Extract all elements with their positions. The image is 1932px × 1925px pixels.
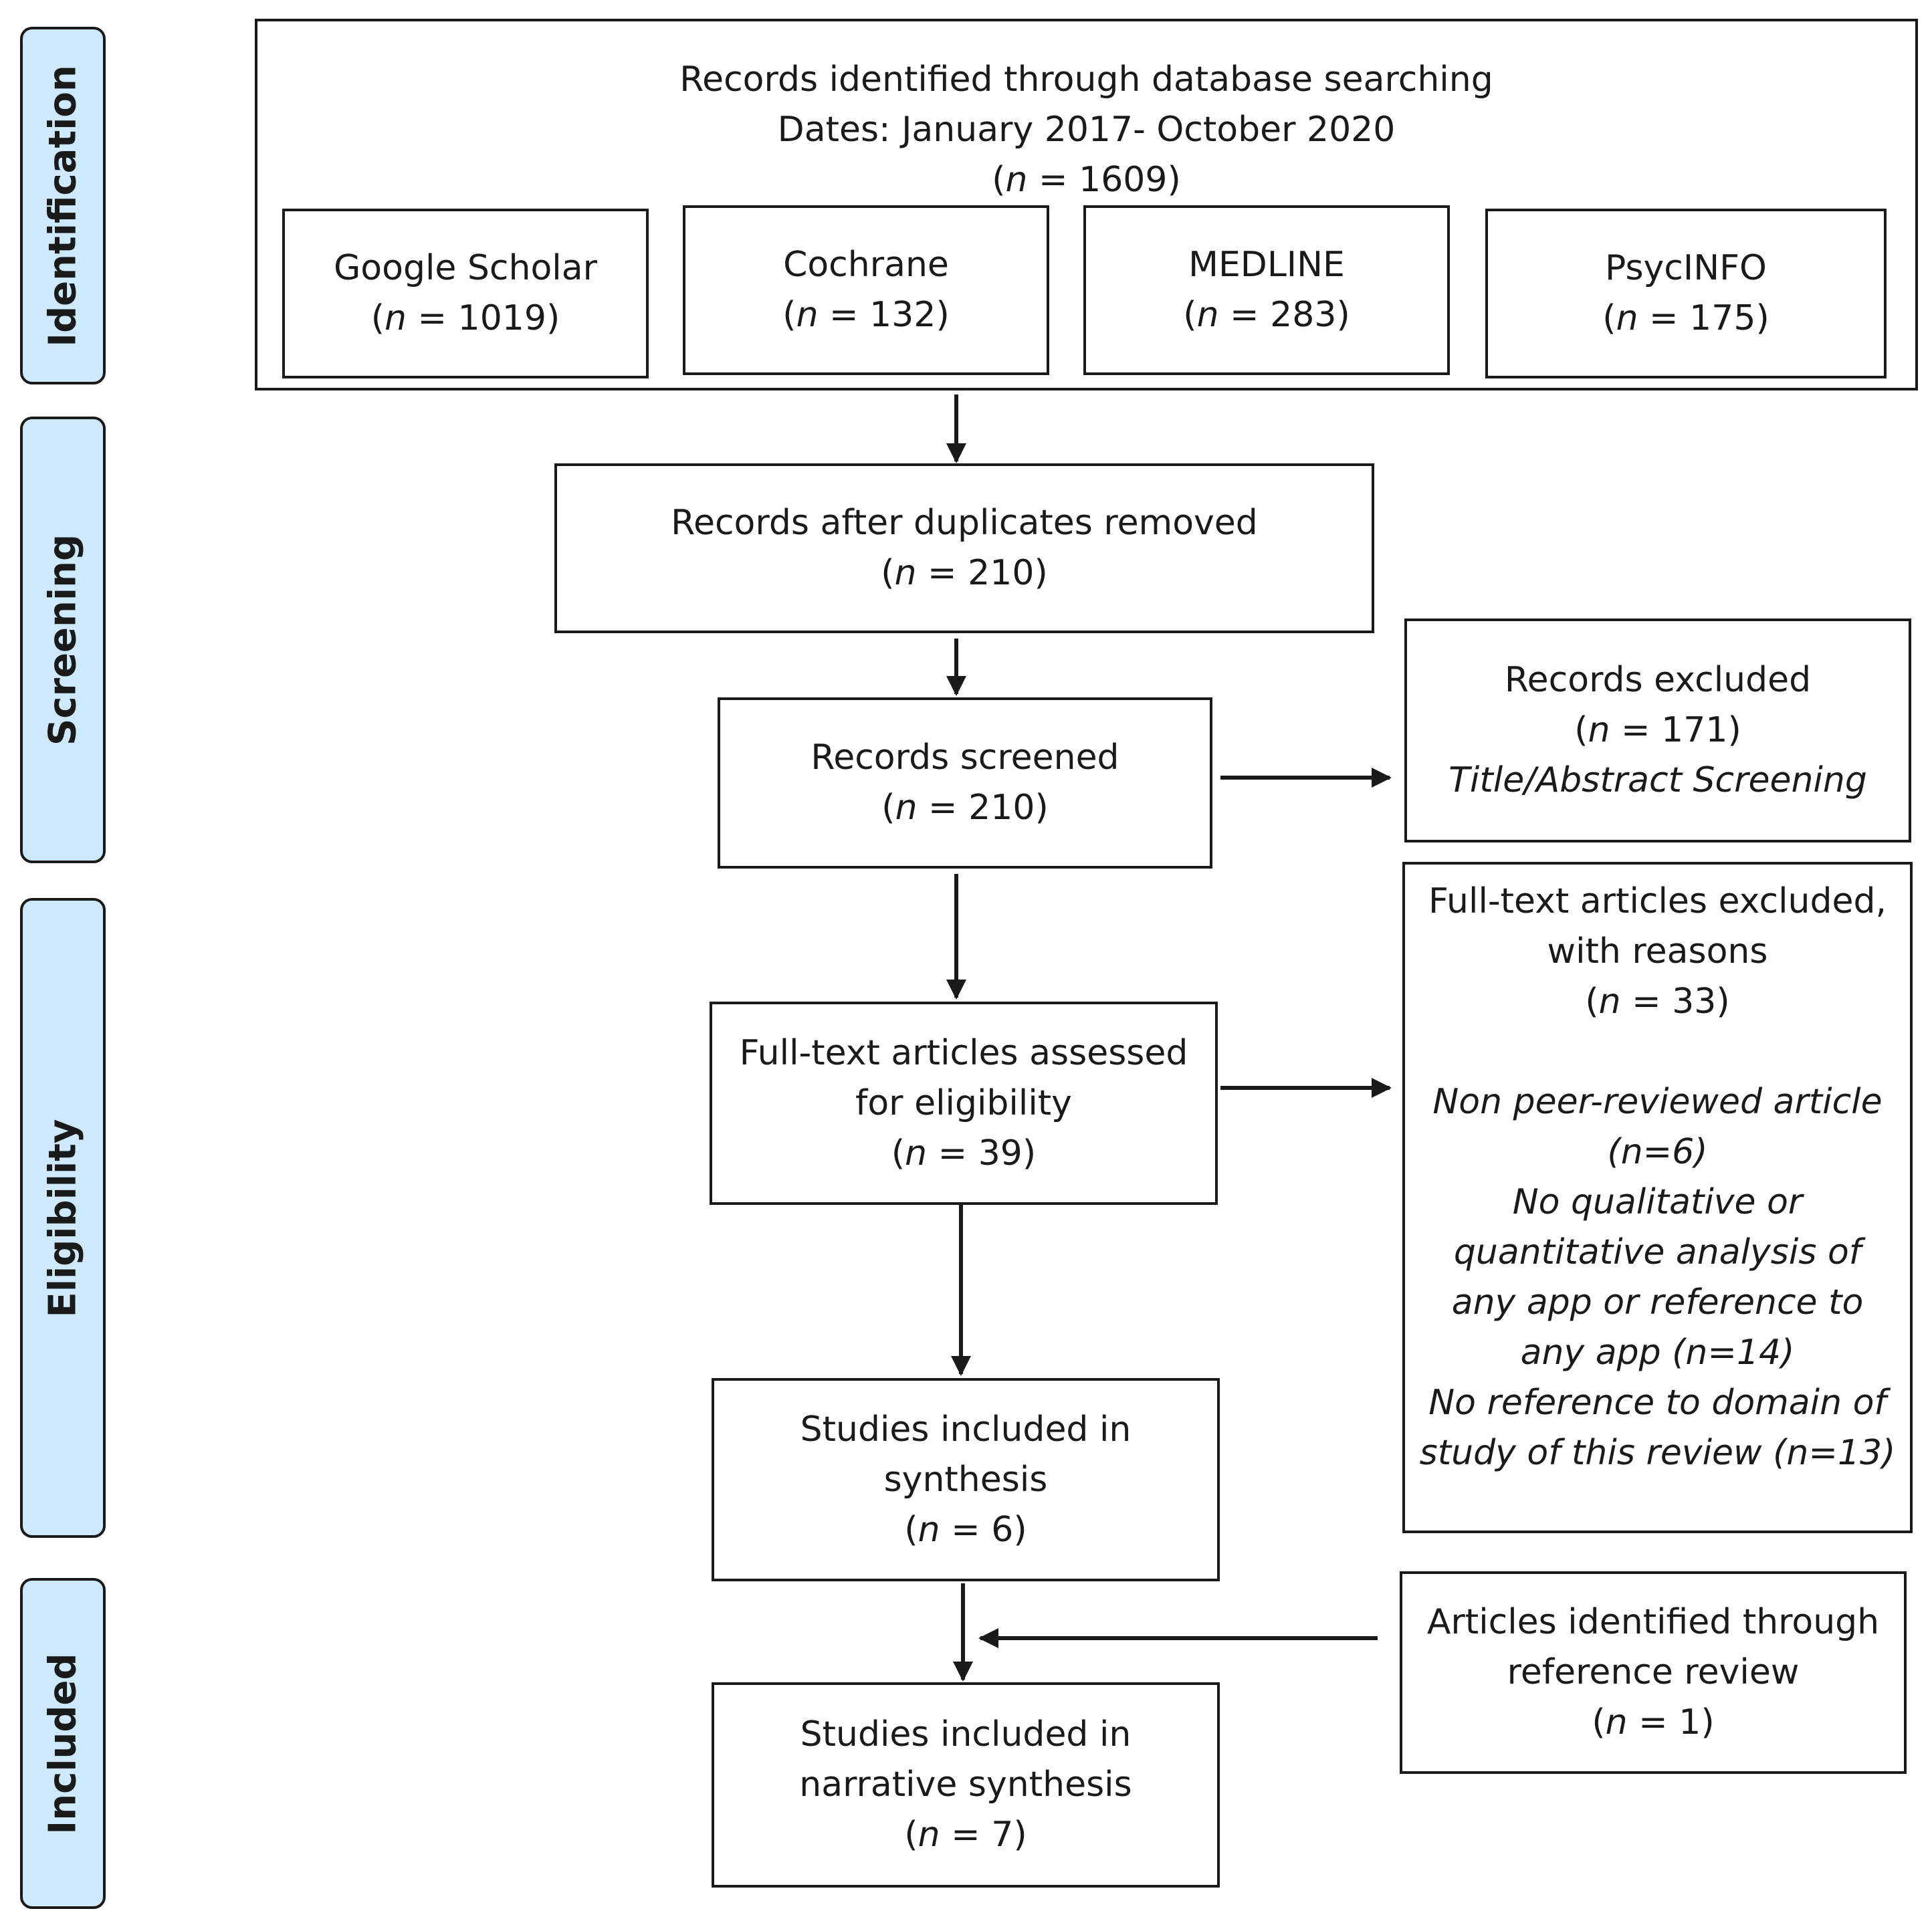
exclusion-reason-line: quantitative analysis of — [1453, 1232, 1862, 1272]
fulltext-assessed-line2: for eligibility — [855, 1083, 1072, 1123]
fulltext-excluded-line2: with reasons — [1547, 931, 1768, 972]
reference-review-count: (n = 1) — [1592, 1702, 1715, 1742]
stage-eligibility: Eligibility — [20, 898, 106, 1538]
fulltext-excluded-box: Full-text articles excluded, with reason… — [1402, 862, 1913, 1533]
records-screened-count: (n = 210) — [881, 788, 1049, 828]
source-cochrane-name: Cochrane — [783, 245, 949, 285]
source-medline-box: MEDLINE (n = 283) — [1083, 205, 1450, 375]
records-screened-box: Records screened (n = 210) — [718, 697, 1212, 869]
studies-synthesis-line1: Studies included in — [800, 1409, 1132, 1450]
records-excluded-count: (n = 171) — [1574, 710, 1741, 750]
source-psycinfo-count: (n = 175) — [1602, 298, 1769, 338]
exclusion-reason-line: (n=6) — [1607, 1132, 1708, 1172]
exclusion-reason-line: any app or reference to — [1451, 1282, 1864, 1323]
fulltext-assessed-line1: Full-text articles assessed — [739, 1032, 1188, 1073]
source-medline-count: (n = 283) — [1183, 295, 1350, 335]
duplicates-removed-label: Records after duplicates removed — [671, 503, 1258, 543]
records-screened-label: Records screened — [811, 738, 1119, 778]
stage-included: Included — [20, 1578, 106, 1909]
narrative-synthesis-box: Studies included in narrative synthesis … — [712, 1682, 1220, 1888]
studies-synthesis-box: Studies included in synthesis (n = 6) — [712, 1378, 1220, 1581]
exclusion-reason-line: No qualitative or — [1512, 1182, 1803, 1222]
fulltext-excluded-line1: Full-text articles excluded, — [1428, 881, 1887, 921]
source-psycinfo-name: PsycINFO — [1605, 248, 1767, 288]
fulltext-excluded-count: (n = 33) — [1585, 982, 1730, 1022]
reference-review-box: Articles identified through reference re… — [1400, 1571, 1907, 1774]
source-google-scholar-count: (n = 1019) — [370, 298, 560, 338]
stage-identification: Identification — [20, 27, 106, 384]
narrative-synthesis-count: (n = 7) — [904, 1815, 1027, 1855]
exclusion-reason-line: Non peer-reviewed article — [1432, 1082, 1883, 1122]
source-cochrane-count: (n = 132) — [782, 295, 950, 335]
duplicates-removed-box: Records after duplicates removed (n = 21… — [554, 463, 1374, 633]
exclusion-reason-line: any app (n=14) — [1520, 1333, 1795, 1373]
studies-synthesis-line2: synthesis — [883, 1459, 1048, 1500]
stage-screening: Screening — [20, 417, 106, 863]
records-excluded-box: Records excluded (n = 171) Title/Abstrac… — [1404, 618, 1911, 842]
fulltext-assessed-count: (n = 39) — [891, 1133, 1037, 1173]
records-identified-dates: Dates: January 2017- October 2020 — [777, 110, 1396, 150]
records-identified-count: (n = 1609) — [992, 160, 1181, 200]
narrative-synthesis-line1: Studies included in — [800, 1714, 1132, 1754]
records-excluded-label: Records excluded — [1504, 660, 1812, 700]
source-google-scholar-name: Google Scholar — [334, 248, 597, 288]
studies-synthesis-count: (n = 6) — [904, 1509, 1027, 1550]
source-medline-name: MEDLINE — [1188, 245, 1345, 285]
source-psycinfo-box: PsycINFO (n = 175) — [1485, 209, 1887, 378]
narrative-synthesis-line2: narrative synthesis — [799, 1765, 1132, 1805]
exclusion-reason-line: study of this review (n=13) — [1419, 1433, 1896, 1473]
records-excluded-note: Title/Abstract Screening — [1448, 760, 1867, 800]
fulltext-assessed-box: Full-text articles assessed for eligibil… — [710, 1002, 1218, 1205]
duplicates-removed-count: (n = 210) — [881, 553, 1048, 593]
source-google-scholar-box: Google Scholar (n = 1019) — [282, 209, 649, 378]
exclusion-reason-line: No reference to domain of — [1428, 1383, 1887, 1423]
reference-review-line1: Articles identified through — [1426, 1602, 1880, 1642]
source-cochrane-box: Cochrane (n = 132) — [683, 205, 1049, 375]
reference-review-line2: reference review — [1507, 1652, 1800, 1692]
records-identified-title: Records identified through database sear… — [679, 60, 1493, 100]
